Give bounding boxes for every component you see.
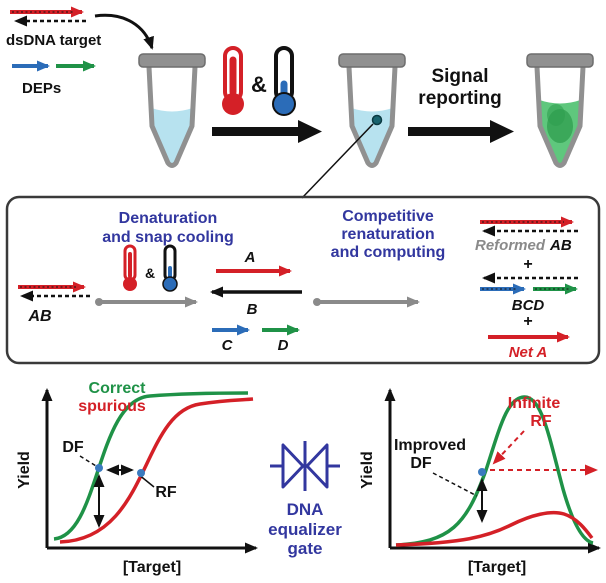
- zoom-dot: [371, 114, 383, 126]
- strand-c-label: C: [222, 337, 234, 354]
- dsdna-target-label: dsDNA target: [6, 32, 101, 49]
- df-pointer-line: [79, 455, 97, 467]
- infinite-rf-label-line2: RF: [530, 413, 552, 430]
- rf-label: RF: [155, 484, 177, 501]
- correct-curve: [53, 391, 249, 541]
- right-xlabel: [Target]: [468, 559, 526, 576]
- hot-thermometer-small-icon: [123, 244, 137, 291]
- right-chart: Infinite RF Improved DF Yield [Target]: [359, 388, 601, 576]
- tube-3-cap: [526, 53, 594, 68]
- hot-thermometer-icon: [222, 46, 244, 115]
- correct-label: Correct: [89, 380, 147, 397]
- reformed-ab-label: AB: [549, 237, 572, 254]
- reformed-ab-icon: [480, 216, 578, 237]
- left-chart: Correct spurious DF RF Yield [Target]: [16, 380, 258, 576]
- correct-peak-curve: [395, 395, 594, 547]
- left-ylabel: Yield: [16, 451, 33, 489]
- deps-label: DEPs: [22, 80, 61, 97]
- infinite-rf-diagonal-arrow: [492, 430, 525, 465]
- tube-1-liquid: [151, 108, 193, 165]
- cold-thermometer-small-icon: [162, 244, 178, 292]
- plus-1-label: +: [523, 256, 532, 273]
- strand-b-label: B: [247, 301, 258, 318]
- operating-point-dot: [478, 468, 486, 476]
- cold-thermometer-icon: [272, 46, 296, 116]
- strand-a-label: A: [244, 249, 256, 266]
- gate-label-line1: DNA: [287, 500, 324, 519]
- zoom-callout-line: [301, 123, 374, 199]
- ampersand-small-label: &: [145, 265, 155, 281]
- strand-d-label: D: [278, 337, 289, 354]
- ab-label: AB: [27, 308, 51, 325]
- sample-tube-2: [338, 53, 406, 168]
- operating-point-dot: [137, 469, 145, 477]
- ab-duplex-icon: [18, 281, 90, 302]
- dsdna-duplex-icon: [10, 6, 86, 27]
- signal-label-line2: reporting: [418, 88, 501, 109]
- gate-label-line2: equalizer: [268, 520, 342, 539]
- signal-label-line1: Signal: [431, 66, 488, 87]
- flow-arrow-1: [212, 120, 322, 143]
- spurious-suppressed-curve: [395, 510, 594, 547]
- denaturation-title-line2: and snap cooling: [102, 229, 234, 246]
- improved-df-label-line1: Improved: [394, 437, 466, 454]
- reaction-arrow-2: [313, 296, 420, 308]
- scheme-box: [5, 195, 601, 365]
- reformed-label: Reformed: [475, 237, 546, 254]
- plus-2-label: +: [523, 313, 532, 330]
- denaturation-title-line1: Denaturation: [119, 210, 218, 227]
- competitive-title-line2: renaturation: [341, 226, 434, 243]
- tube-2-cap: [338, 53, 406, 68]
- df-label: DF: [62, 439, 84, 456]
- left-xlabel: [Target]: [123, 559, 181, 576]
- bcd-label: BCD: [512, 297, 545, 314]
- operating-point-dot: [95, 464, 103, 472]
- bcd-complex-icon: [480, 272, 578, 295]
- tube-1-cap: [138, 53, 206, 68]
- right-ylabel: Yield: [359, 451, 376, 489]
- tube-2-liquid: [351, 108, 393, 165]
- spurious-label: spurious: [78, 398, 146, 415]
- reaction-arrow-1: [95, 296, 198, 308]
- improved-df-label-line2: DF: [410, 455, 432, 472]
- pour-in-arrow: [94, 13, 154, 50]
- sample-tube-1: [138, 53, 206, 168]
- dna-equalizer-gate-icon: [270, 441, 340, 491]
- sample-tube-3: [526, 53, 594, 168]
- improved-df-pointer-line: [432, 472, 478, 497]
- competitive-title-line3: and computing: [331, 244, 446, 261]
- ampersand-label: &: [251, 72, 267, 97]
- gate-label-line3: gate: [288, 539, 323, 558]
- flow-arrow-2: [408, 120, 514, 143]
- spurious-curve: [59, 397, 254, 544]
- competitive-title-line1: Competitive: [342, 208, 434, 225]
- net-a-label: Net A: [509, 344, 548, 361]
- infinite-rf-label-line1: Infinite: [508, 395, 561, 412]
